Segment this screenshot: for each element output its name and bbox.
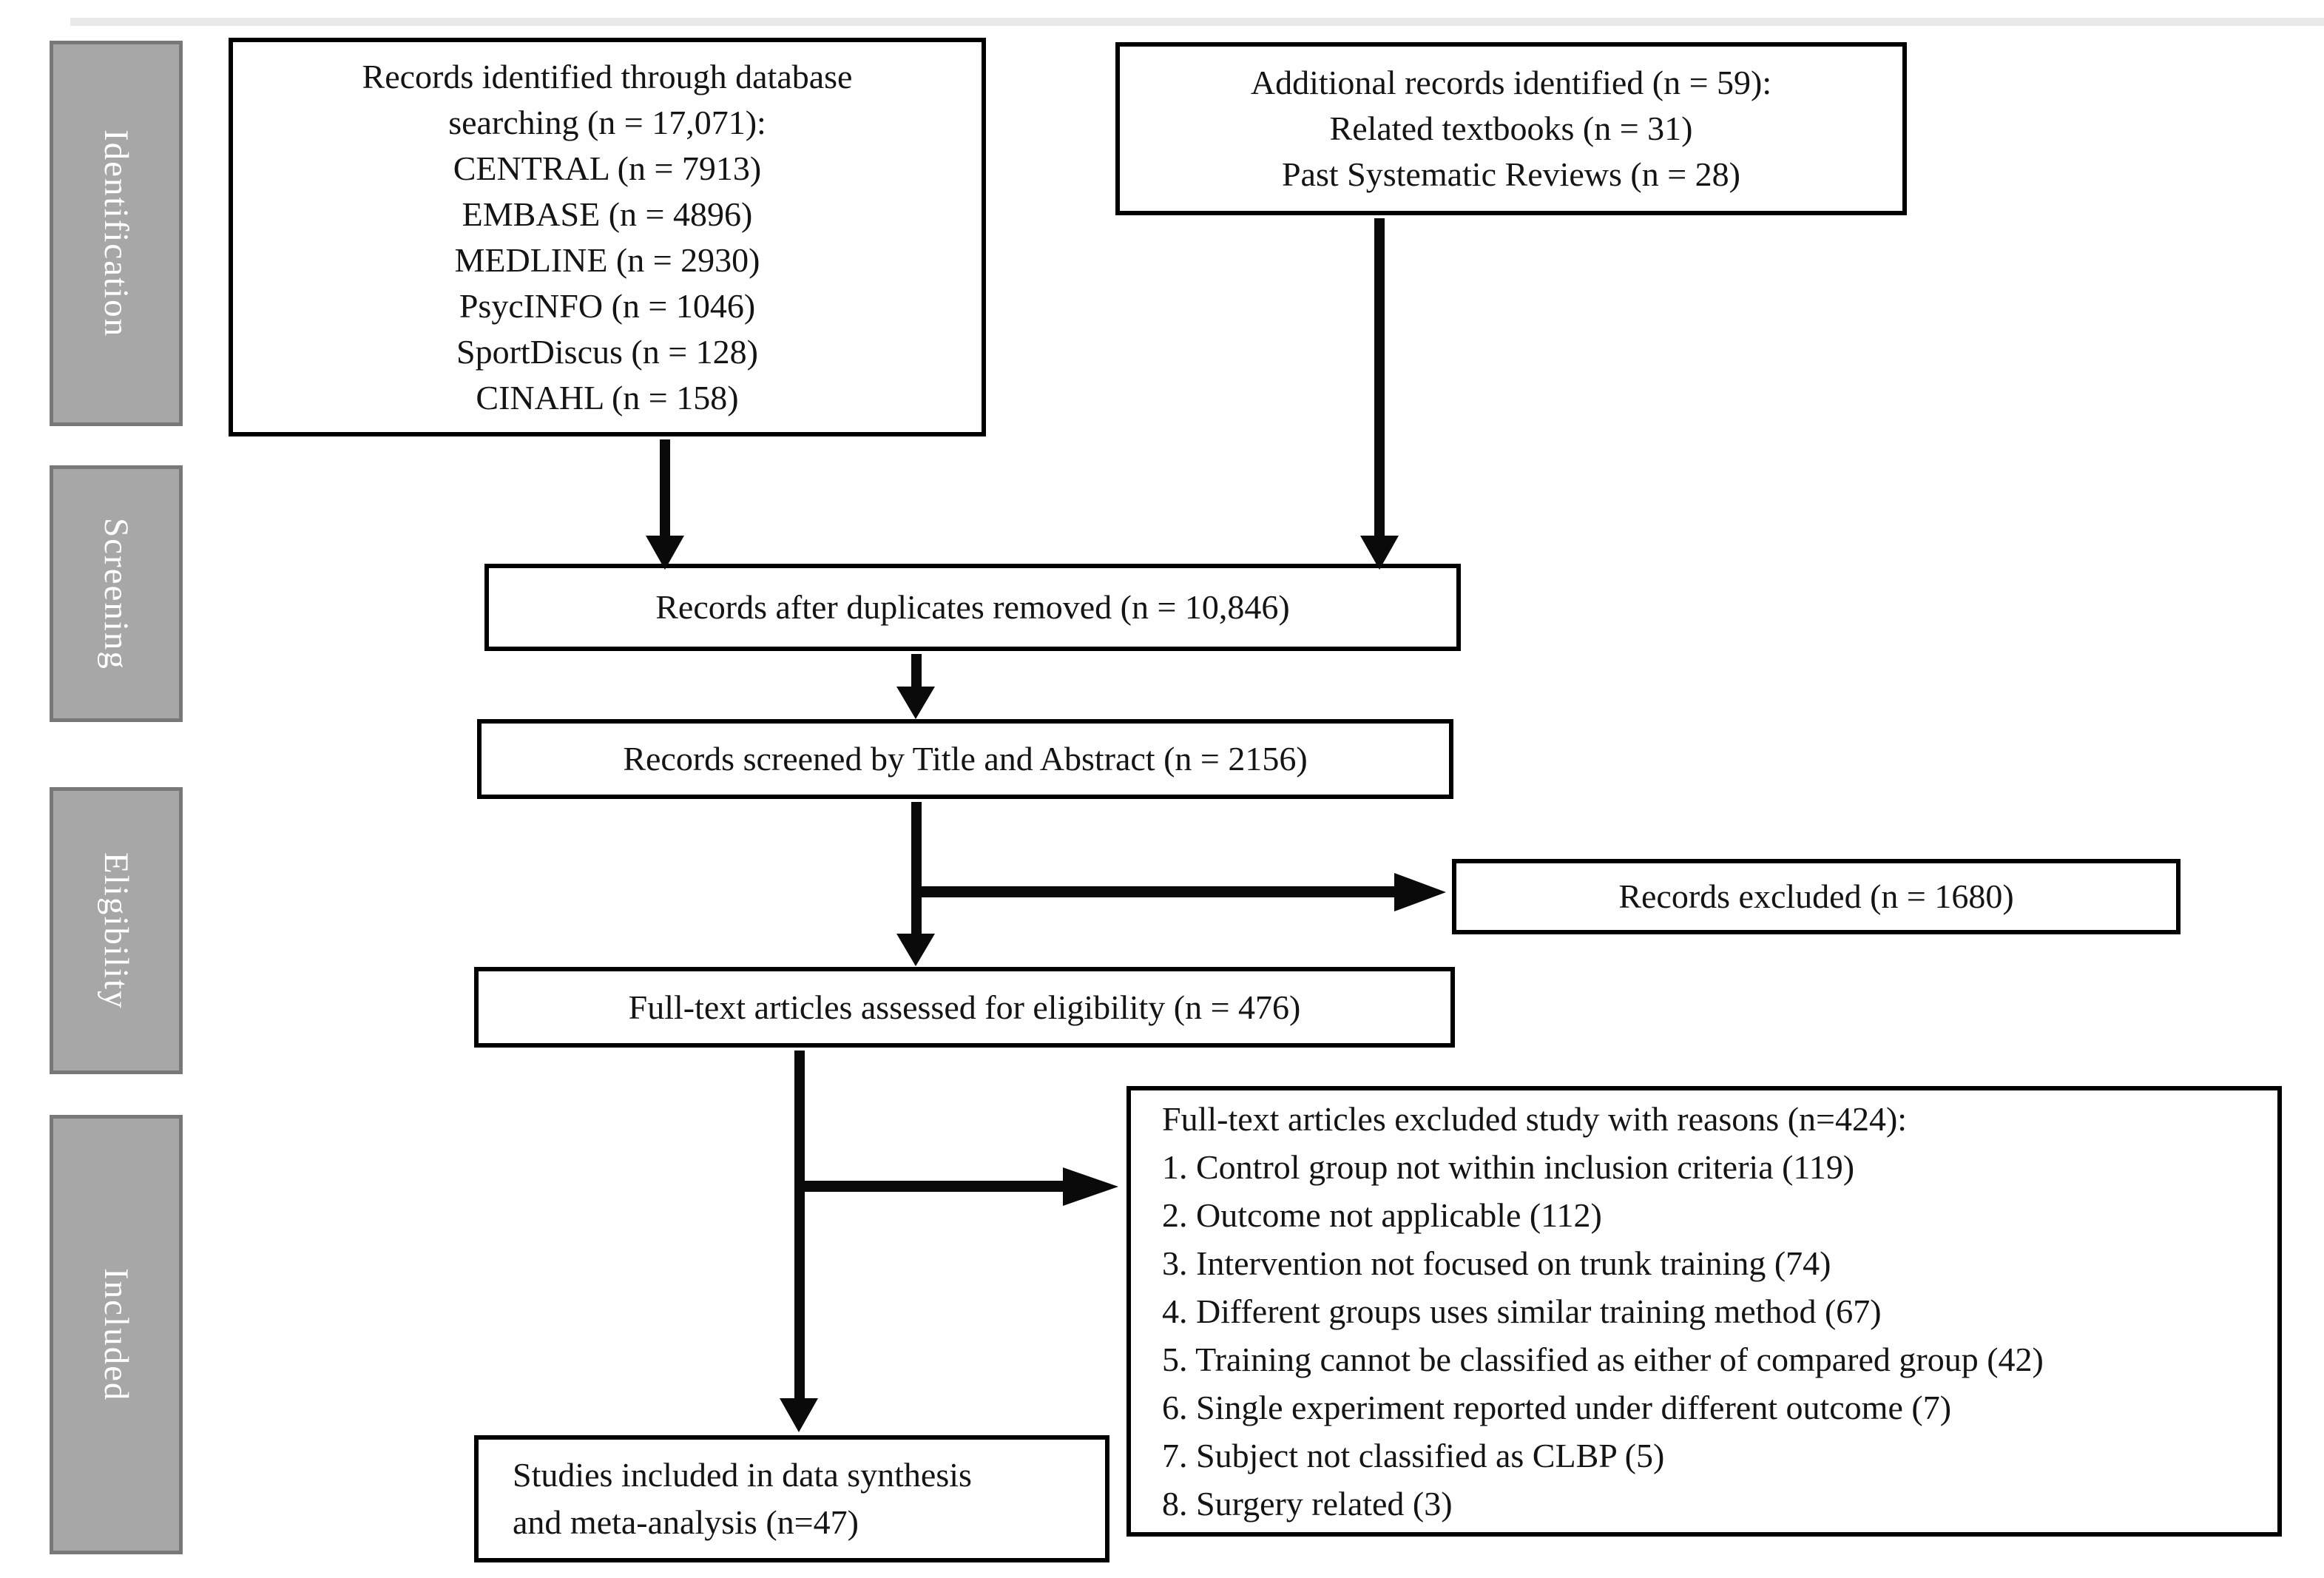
- box-additional-records: Additional records identified (n = 59): …: [1115, 42, 1907, 215]
- box-title-line: Full-text articles excluded study with r…: [1162, 1100, 1908, 1138]
- box-text-line: Records excluded (n = 1680): [1618, 877, 2014, 915]
- box-text-line: and meta-analysis (n=47): [513, 1503, 859, 1541]
- box-text-line: CINAHL (n = 158): [476, 378, 739, 417]
- box-text-line: PsycINFO (n = 1046): [459, 286, 756, 325]
- reason-item: 5. Training cannot be classified as eith…: [1162, 1341, 2044, 1378]
- stage-label: Included: [97, 1267, 135, 1402]
- box-text-line: Full-text articles assessed for eligibil…: [628, 988, 1301, 1026]
- stage-screening: Screening: [50, 465, 183, 722]
- box-duplicates-removed: Records after duplicates removed (n = 10…: [484, 564, 1461, 651]
- reason-item: 2. Outcome not applicable (112): [1162, 1196, 1602, 1234]
- box-text-line: Records identified through database: [362, 57, 853, 95]
- arrow-screened-to-fulltext: [896, 802, 935, 966]
- box-text-line: MEDLINE (n = 2930): [454, 240, 760, 279]
- stage-included: Included: [50, 1115, 183, 1554]
- box-text-line: searching (n = 17,071):: [448, 103, 766, 141]
- reason-item: 1. Control group not within inclusion cr…: [1162, 1148, 1855, 1186]
- arrow-fulltext-to-included: [780, 1051, 818, 1432]
- box-text-line: Records after duplicates removed (n = 10…: [655, 588, 1290, 626]
- box-text-line: CENTRAL (n = 7913): [453, 149, 762, 187]
- box-fulltext-assessed: Full-text articles assessed for eligibil…: [474, 967, 1455, 1048]
- reason-item: 8. Surgery related (3): [1162, 1485, 1453, 1523]
- stage-label: Eligibility: [97, 852, 135, 1010]
- box-exclusion-reasons: Full-text articles excluded study with r…: [1126, 1086, 2282, 1537]
- stage-label: Identification: [97, 129, 135, 338]
- arrow-screened-to-excluded: [911, 873, 1446, 911]
- box-records-identified: Records identified through database sear…: [229, 38, 986, 436]
- box-text-line: Studies included in data synthesis: [513, 1456, 972, 1494]
- arrow-db-to-duplicates: [646, 439, 684, 570]
- box-text-line: Past Systematic Reviews (n = 28): [1281, 155, 1741, 193]
- box-records-screened: Records screened by Title and Abstract (…: [477, 719, 1453, 799]
- stage-eligibility: Eligibility: [50, 787, 183, 1074]
- box-text-line: Records screened by Title and Abstract (…: [623, 740, 1308, 778]
- stage-identification: Identification: [50, 41, 183, 426]
- box-text-line: Related textbooks (n = 31): [1329, 109, 1693, 147]
- box-text-line: EMBASE (n = 4896): [462, 195, 753, 233]
- reason-item: 7. Subject not classified as CLBP (5): [1162, 1437, 1665, 1474]
- box-studies-included: Studies included in data synthesis and m…: [474, 1435, 1109, 1562]
- box-records-excluded: Records excluded (n = 1680): [1452, 859, 2181, 934]
- arrow-additional-to-duplicates: [1360, 218, 1399, 570]
- arrow-fulltext-to-reasons: [794, 1167, 1118, 1206]
- reason-item: 3. Intervention not focused on trunk tra…: [1162, 1244, 1831, 1282]
- page-top-edge: [70, 18, 2324, 26]
- box-text-line: SportDiscus (n = 128): [456, 332, 758, 371]
- stage-label: Screening: [97, 517, 135, 670]
- reason-item: 4. Different groups uses similar trainin…: [1162, 1292, 1882, 1330]
- arrow-duplicates-to-screened: [896, 654, 935, 719]
- box-text-line: Additional records identified (n = 59):: [1250, 64, 1772, 101]
- reason-item: 6. Single experiment reported under diff…: [1162, 1389, 1952, 1426]
